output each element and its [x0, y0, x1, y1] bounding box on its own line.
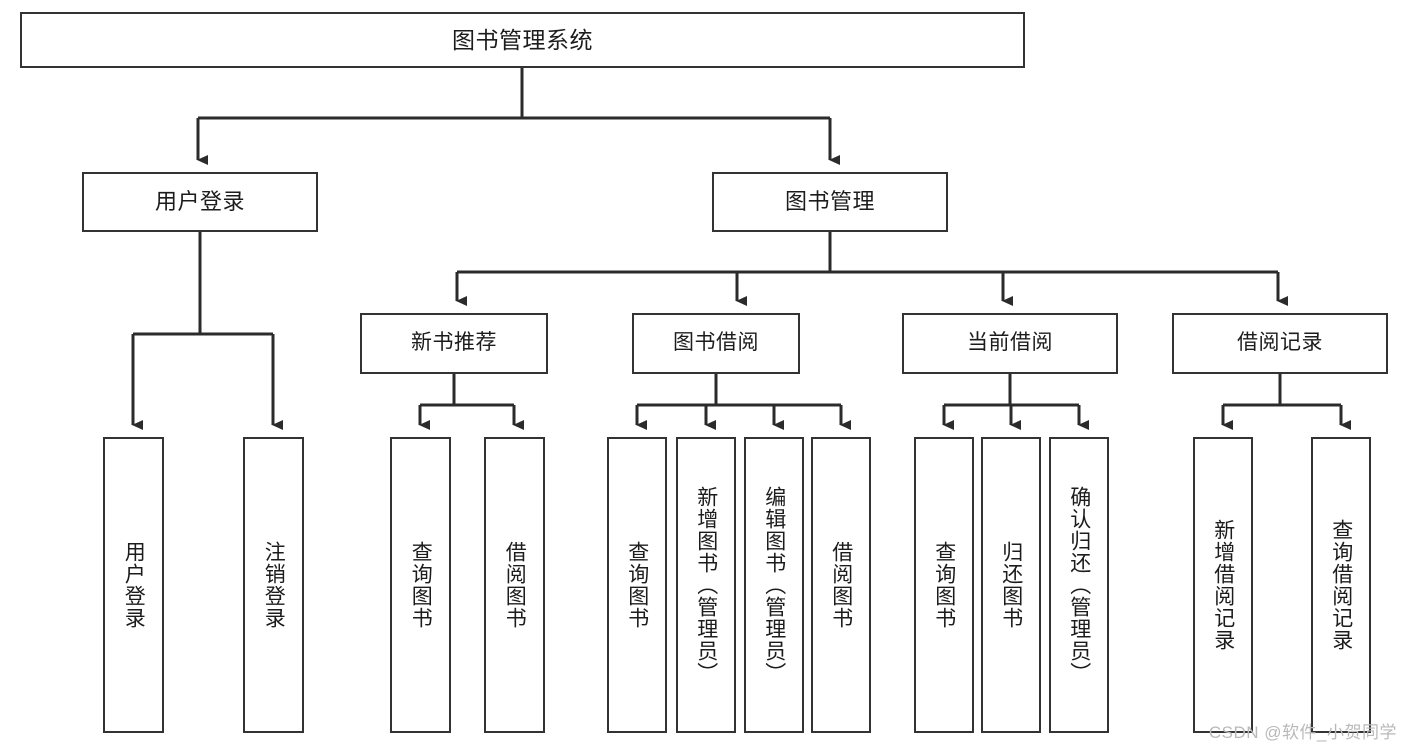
node-new-book-recommend[interactable]: 新书推荐 — [360, 313, 548, 374]
leaf-new-book-query[interactable]: 查询图书 — [390, 437, 451, 733]
leaf-book-borrow-add[interactable]: 新增图书（管理员） — [676, 437, 736, 733]
node-label: 归还图书 — [999, 541, 1023, 629]
csdn-watermark: CSDN @软件_小贺同学 — [1208, 723, 1397, 742]
node-root-system[interactable]: 图书管理系统 — [20, 12, 1025, 68]
leaf-user-login-login[interactable]: 用户登录 — [103, 437, 164, 733]
node-label: 借阅图书 — [829, 541, 853, 629]
node-label: 查询图书 — [409, 541, 433, 629]
node-label: 查询图书 — [625, 541, 649, 629]
node-label: 新书推荐 — [411, 331, 497, 355]
node-label: 借阅图书 — [503, 541, 527, 629]
node-label: 新增图书（管理员） — [694, 486, 718, 684]
node-label: 注销登录 — [262, 541, 286, 629]
node-label: 用户登录 — [154, 189, 245, 215]
node-current-borrow[interactable]: 当前借阅 — [902, 313, 1118, 374]
leaf-current-borrow-confirm[interactable]: 确认归还（管理员） — [1049, 437, 1109, 733]
node-label: 确认归还（管理员） — [1067, 486, 1091, 684]
leaf-book-borrow-query[interactable]: 查询图书 — [607, 437, 667, 733]
leaf-borrow-record-query[interactable]: 查询借阅记录 — [1311, 437, 1371, 733]
node-label: 用户登录 — [122, 541, 146, 629]
leaf-current-borrow-query[interactable]: 查询图书 — [914, 437, 974, 733]
node-label: 编辑图书（管理员） — [762, 486, 786, 684]
leaf-new-book-borrow[interactable]: 借阅图书 — [484, 437, 545, 733]
node-label: 图书管理系统 — [452, 26, 593, 53]
leaf-current-borrow-return[interactable]: 归还图书 — [981, 437, 1041, 733]
leaf-borrow-record-add[interactable]: 新增借阅记录 — [1193, 437, 1253, 733]
leaf-book-borrow-edit[interactable]: 编辑图书（管理员） — [744, 437, 804, 733]
node-book-borrow[interactable]: 图书借阅 — [632, 313, 800, 374]
node-book-management[interactable]: 图书管理 — [712, 172, 948, 232]
leaf-book-borrow-borrow[interactable]: 借阅图书 — [811, 437, 871, 733]
node-label: 图书借阅 — [673, 331, 759, 355]
leaf-user-login-logout[interactable]: 注销登录 — [243, 437, 304, 733]
node-borrow-record[interactable]: 借阅记录 — [1172, 313, 1388, 374]
node-user-login[interactable]: 用户登录 — [82, 172, 318, 232]
node-label: 借阅记录 — [1237, 331, 1323, 355]
node-label: 图书管理 — [784, 189, 875, 215]
node-label: 查询图书 — [932, 541, 956, 629]
node-label: 新增借阅记录 — [1211, 519, 1235, 651]
node-label: 当前借阅 — [967, 331, 1053, 355]
node-label: 查询借阅记录 — [1329, 519, 1353, 651]
